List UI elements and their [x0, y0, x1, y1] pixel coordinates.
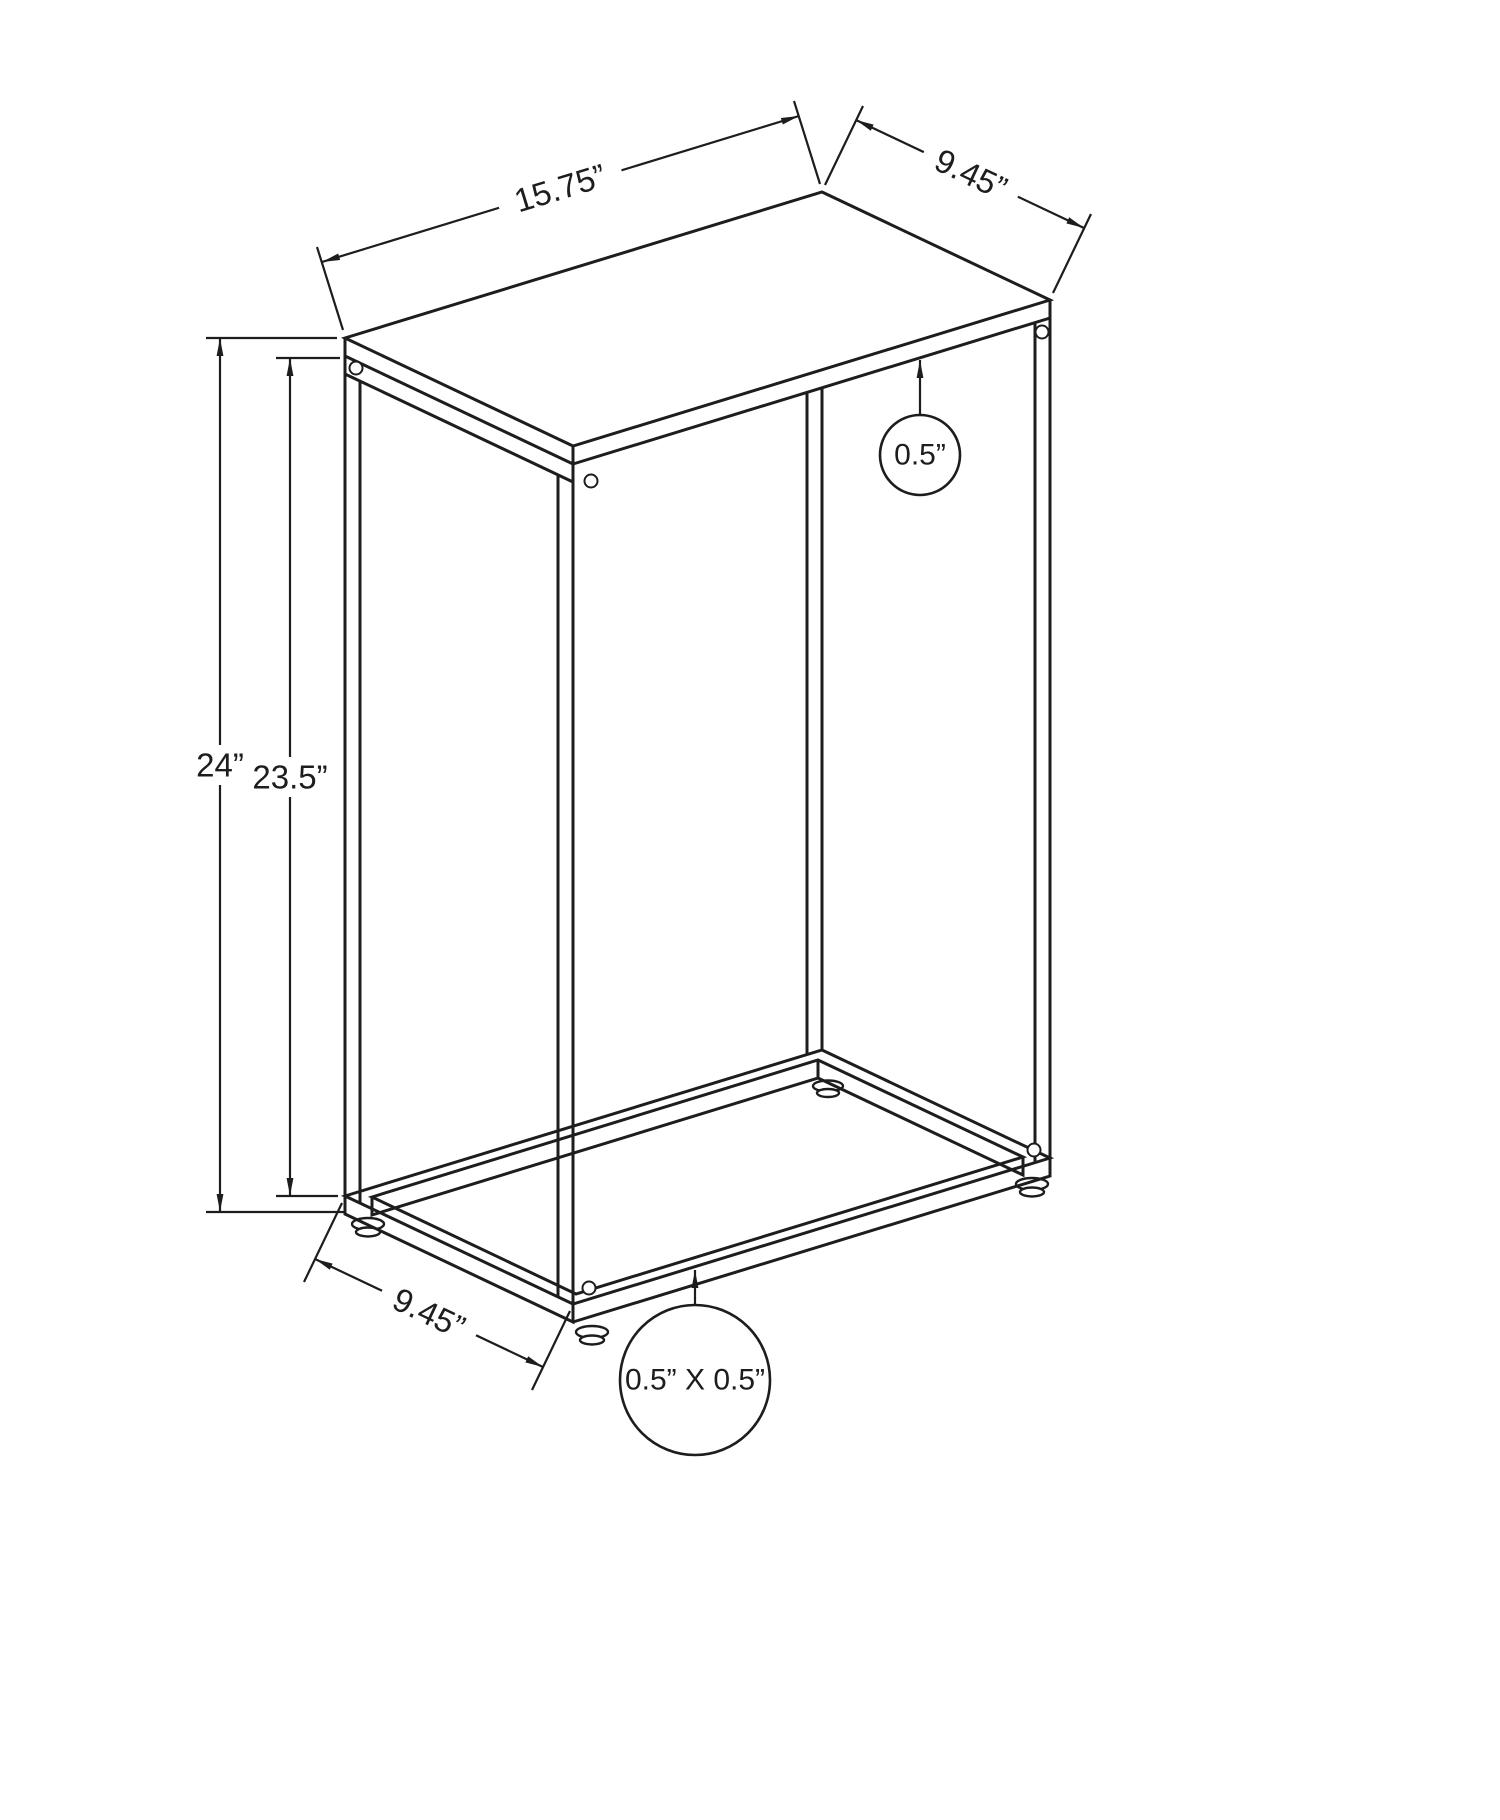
bolt-icon [348, 360, 364, 376]
base-inner-walls [370, 1060, 1025, 1218]
base-frame [340, 1048, 1055, 1325]
post-front-left [556, 464, 575, 1304]
foot-right [1014, 1176, 1050, 1198]
post-back-right [805, 388, 824, 1055]
dimension-frame-height: 23.5” [245, 356, 340, 1198]
bolt-icon [1034, 324, 1050, 340]
bolt-icon [1026, 1142, 1042, 1158]
bolt-icon [581, 1280, 597, 1296]
callout-circle [878, 413, 962, 497]
callout-top-thickness: 0.5” [878, 360, 962, 497]
dim-label-top-length: 15.75” [510, 157, 610, 220]
bolt-icon [583, 473, 599, 489]
top-side-rail [344, 372, 574, 484]
foot-back [811, 1079, 845, 1099]
bolt-details [348, 324, 1050, 1296]
dim-label-frame-height: 23.5” [252, 759, 327, 796]
frame-posts [343, 318, 1052, 1304]
post-back-left [343, 356, 362, 1203]
callout-circle [618, 1303, 772, 1457]
base-top-face [340, 1048, 1055, 1306]
post-front-right [1033, 318, 1052, 1163]
callout-label-top-thickness: 0.5” [894, 439, 946, 472]
foot-front [574, 1324, 610, 1346]
callout-tube-size: 0.5” X 0.5” [618, 1270, 772, 1457]
tabletop-thickness [343, 300, 1052, 467]
callout-label-tube-size: 0.5” X 0.5” [625, 1364, 765, 1397]
dim-label-overall-height: 24” [196, 747, 244, 784]
tabletop-top-face [340, 190, 1055, 448]
dimension-overall-height: 24” [188, 336, 344, 1214]
